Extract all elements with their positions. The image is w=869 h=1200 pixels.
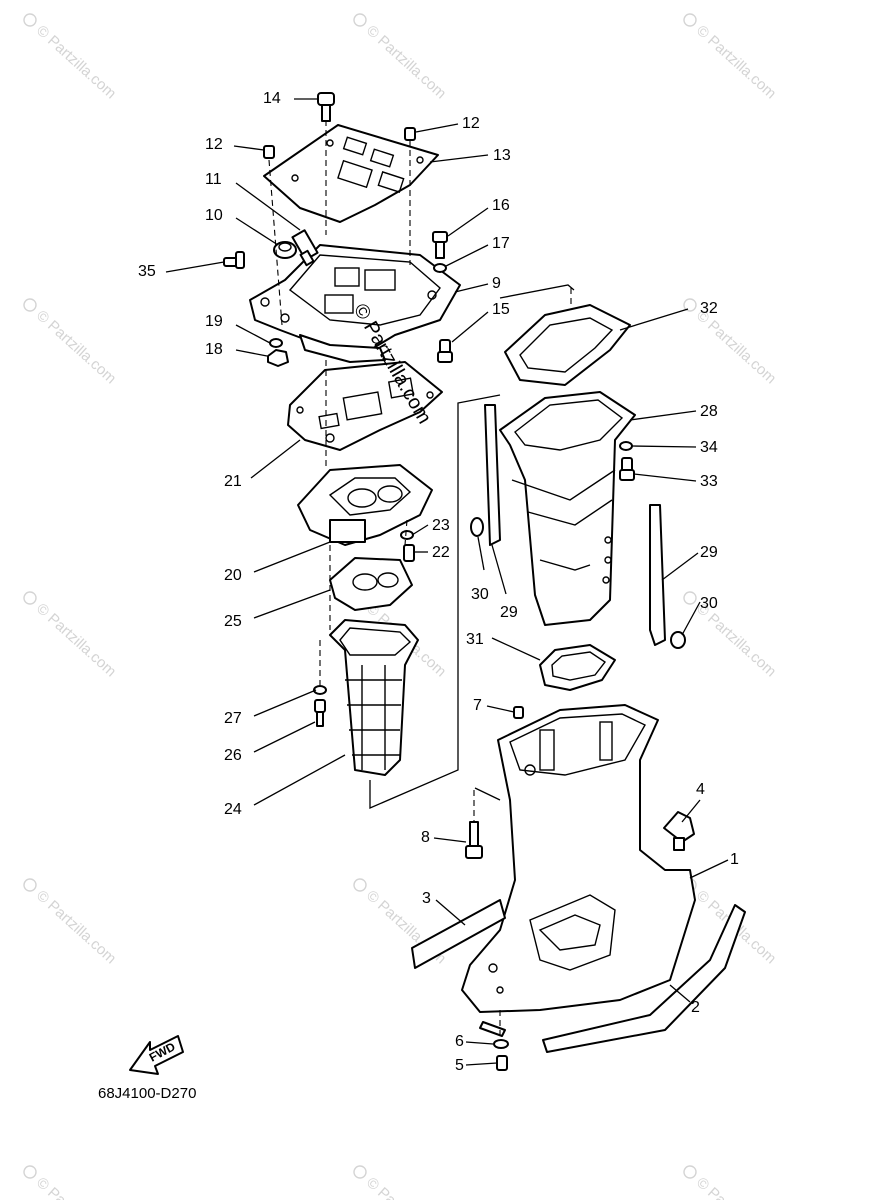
- callout-21: 21: [224, 473, 242, 490]
- callout-4: 4: [696, 781, 705, 798]
- washer-19-part: [269, 338, 283, 348]
- nut-30-right-part: [670, 631, 686, 649]
- callout-30-left: 30: [471, 586, 489, 603]
- gasket-32-part: [504, 304, 631, 386]
- callout-8: 8: [421, 829, 430, 846]
- callout-17: 17: [492, 235, 510, 252]
- bolt-22-part: [403, 544, 415, 562]
- rubber-seal-2-part: [542, 904, 746, 1053]
- callout-5: 5: [455, 1057, 464, 1074]
- callout-30-right: 30: [700, 595, 718, 612]
- watermark-text: © Partzilla.com: [693, 1174, 779, 1200]
- callout-32: 32: [700, 300, 718, 317]
- watermark-text: © Partzilla.com: [363, 22, 449, 102]
- callout-28: 28: [700, 403, 718, 420]
- callout-22: 22: [432, 544, 450, 561]
- washer-6-part: [493, 1039, 509, 1049]
- callout-25: 25: [224, 613, 242, 630]
- fitting-35-part: [223, 251, 245, 269]
- rubber-seal-29-left-part: [484, 404, 501, 546]
- grommet-10-part: [273, 241, 297, 259]
- callout-26: 26: [224, 747, 242, 764]
- watermark-text: © Partzilla.com: [693, 307, 779, 387]
- callout-10: 10: [205, 207, 223, 224]
- callout-7: 7: [473, 697, 482, 714]
- callout-6: 6: [455, 1033, 464, 1050]
- callout-23: 23: [432, 517, 450, 534]
- dowel-pin-7-part: [513, 706, 524, 719]
- watermark-text: © Partzilla.com: [693, 600, 779, 680]
- washer-23-part: [400, 530, 414, 540]
- watermark-text: © Partzilla.com: [33, 22, 119, 102]
- diagram-code: 68J4100-D270: [98, 1085, 197, 1102]
- callout-33: 33: [700, 473, 718, 490]
- bolt-16-part: [432, 231, 448, 259]
- callout-27: 27: [224, 710, 242, 727]
- callout-24: 24: [224, 801, 242, 818]
- callout-1: 1: [730, 851, 739, 868]
- rubber-seal-29-right-part: [649, 504, 666, 646]
- watermark-text: © Partzilla.com: [33, 600, 119, 680]
- washer-17-part: [433, 263, 447, 273]
- bolt-8-part: [465, 821, 483, 859]
- callout-34: 34: [700, 439, 718, 456]
- callout-29-right: 29: [700, 544, 718, 561]
- grommet-4-part: [663, 811, 695, 851]
- muffler-24-part: [329, 619, 419, 776]
- callout-18: 18: [205, 341, 223, 358]
- manifold-20-part: [297, 464, 433, 546]
- gasket-25-part: [329, 557, 413, 611]
- bolt-26-part: [314, 699, 326, 727]
- watermark-text: © Partzilla.com: [33, 887, 119, 967]
- callout-31: 31: [466, 631, 484, 648]
- sensor-11-part: [291, 229, 319, 267]
- anode-6-part: [479, 1021, 506, 1037]
- watermark-text: © Partzilla.com: [363, 1174, 449, 1200]
- upper-casing-1-part: [461, 704, 696, 1013]
- washer-34-part: [619, 441, 633, 451]
- watermark-text: © Partzilla.com: [33, 307, 119, 387]
- callout-12-right: 12: [462, 115, 480, 132]
- gasket-31-part: [539, 644, 616, 691]
- callout-15: 15: [492, 301, 510, 318]
- bolt-5-part: [496, 1055, 508, 1071]
- dowel-pin-12-right-part: [404, 127, 416, 141]
- exhaust-housing-28-part: [499, 391, 636, 626]
- callout-19: 19: [205, 313, 223, 330]
- bracket-lines: [369, 284, 575, 809]
- washer-27-part: [313, 685, 327, 695]
- callout-11: 11: [205, 171, 222, 188]
- mount-plate-9-part: [249, 244, 461, 363]
- bolt-33-part: [619, 457, 635, 481]
- nut-30-left-part: [470, 517, 484, 537]
- callout-35: 35: [138, 263, 156, 280]
- callout-13: 13: [493, 147, 511, 164]
- dowel-pin-12-left-part: [263, 145, 275, 159]
- nut-15-part: [437, 339, 453, 363]
- callout-12-left: 12: [205, 136, 223, 153]
- gasket-13-part: [263, 124, 439, 223]
- alignment-lines: [268, 120, 572, 1040]
- callout-9: 9: [492, 275, 501, 292]
- callout-14: 14: [263, 90, 281, 107]
- fwd-arrow-icon: FWD: [129, 1035, 184, 1075]
- callout-3: 3: [422, 890, 431, 907]
- leader-lines: [165, 98, 729, 1066]
- callout-2: 2: [691, 999, 700, 1016]
- watermark-text: © Partzilla.com: [33, 1174, 119, 1200]
- bolt-14-part: [317, 92, 335, 122]
- nut-18-part: [267, 349, 289, 367]
- callout-20: 20: [224, 567, 242, 584]
- rubber-seal-3-part: [411, 899, 506, 969]
- watermark-text: © Partzilla.com: [693, 22, 779, 102]
- callout-16: 16: [492, 197, 510, 214]
- callout-29-left: 29: [500, 604, 518, 621]
